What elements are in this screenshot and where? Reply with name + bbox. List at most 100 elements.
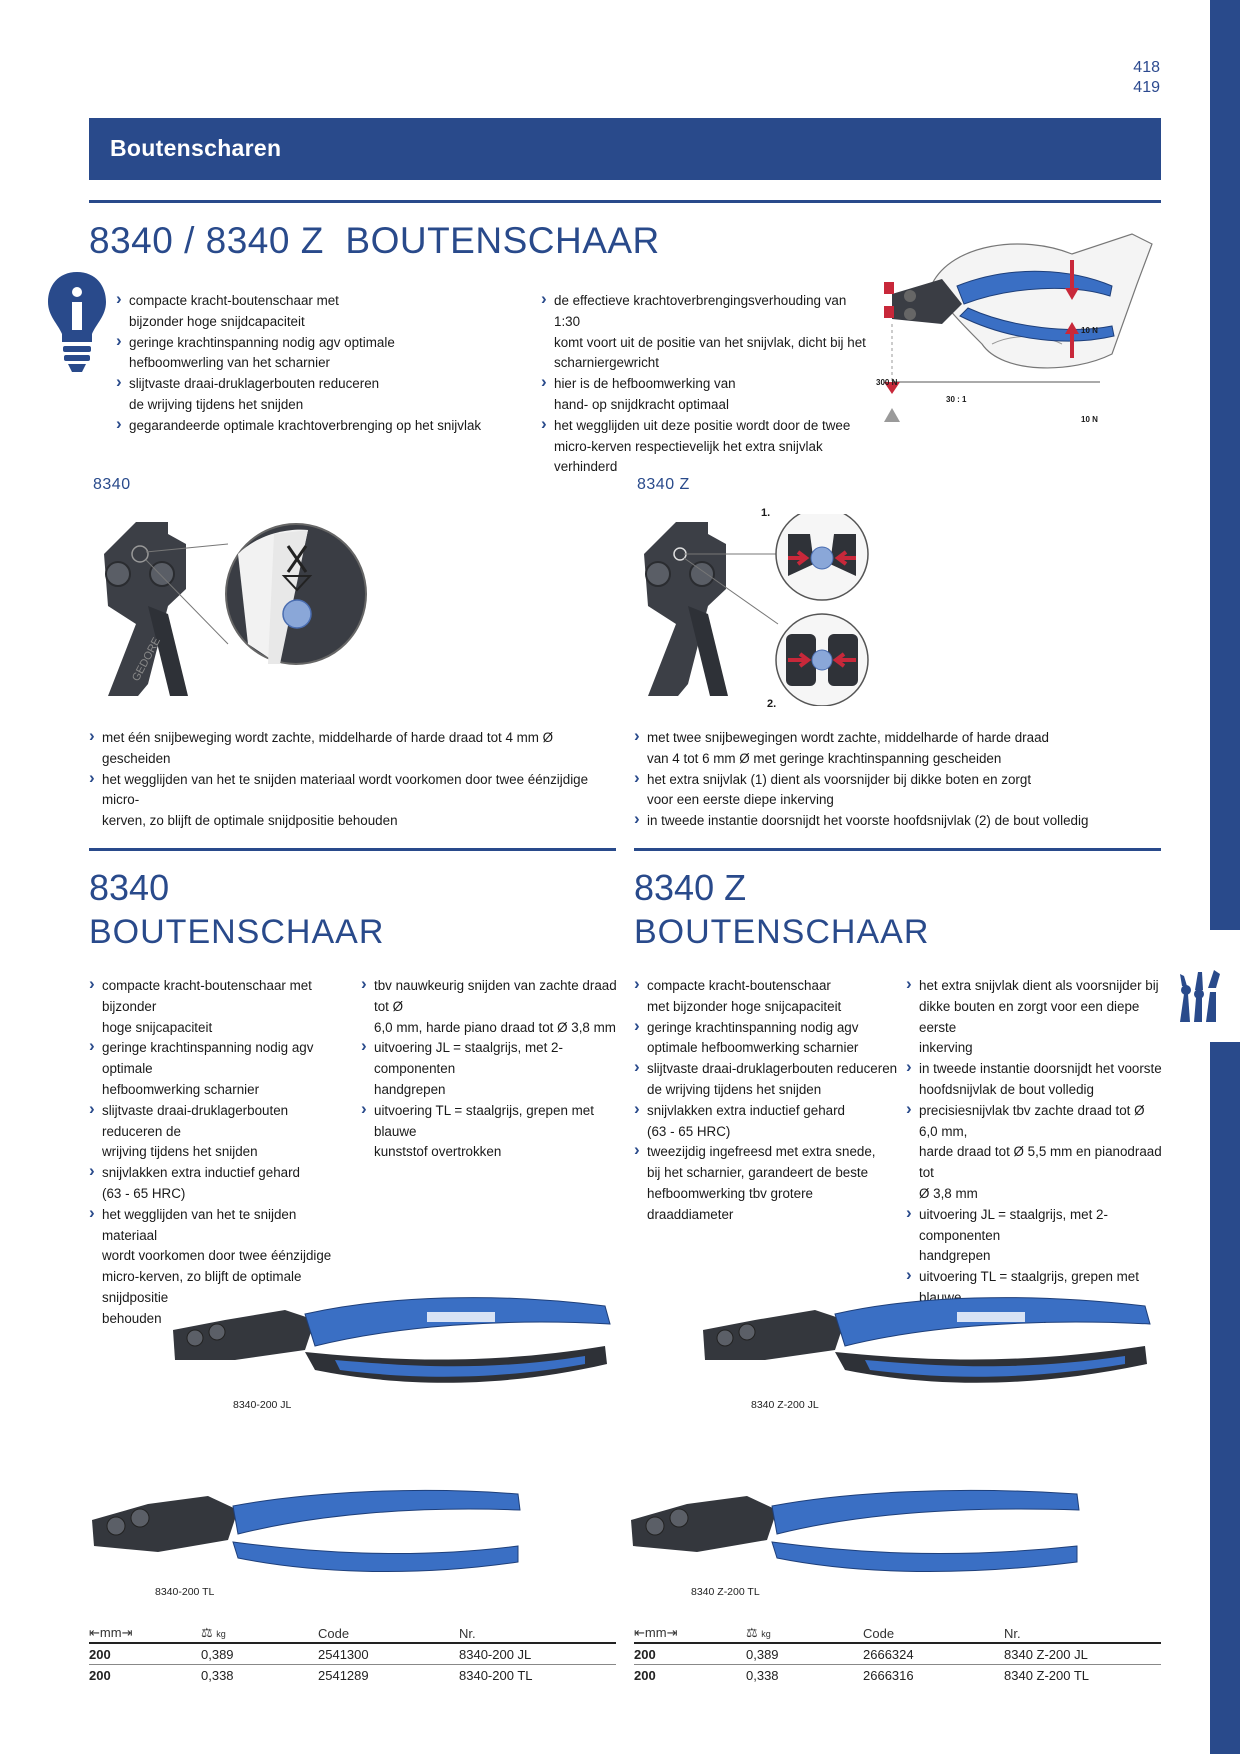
force-cut-label: 300 N	[876, 378, 898, 387]
section-header-band	[89, 118, 1161, 180]
detail-right-item: het extra snijvlak (1) dient als voorsni…	[634, 768, 1134, 812]
force-top-label: 10 N	[1081, 326, 1098, 335]
force-diagram-illustration	[884, 233, 1153, 422]
intro-left-item: geringe krachtinspanning nodig agv optim…	[116, 331, 516, 375]
spec-table-header-row: ⇤mm⇥ ⚖ kg Code Nr.	[89, 1624, 616, 1643]
product-image-8340z-200-jl	[703, 1297, 1151, 1383]
detail-left-item: met één snijbeweging wordt zachte, midde…	[89, 726, 589, 770]
header-rule	[89, 200, 1161, 203]
page-number-left: 418	[1133, 59, 1160, 76]
product-right-item: snijvlakken extra inductief gehard (63 -…	[634, 1099, 899, 1143]
table-row: 200 0,338 2666316 8340 Z-200 TL	[634, 1664, 1161, 1685]
product-left-item: het wegglijden van het te snijden materi…	[89, 1203, 349, 1330]
detail-right-label: 8340 Z	[637, 476, 690, 493]
step-1-label: 1.	[761, 507, 771, 519]
product-left-number: 8340	[89, 867, 170, 908]
product-right-bullets-col1: compacte kracht-boutenschaar met bijzond…	[634, 974, 899, 1226]
section-header-title: Boutenscharen	[110, 135, 282, 161]
scale-icon: ⚖	[746, 1625, 758, 1640]
table-row: 200 0,338 2541289 8340-200 TL	[89, 1664, 616, 1685]
weight-kg-header: ⚖ kg	[201, 1625, 226, 1640]
cell-weight: 0,338	[201, 1664, 318, 1685]
code-header: Code	[318, 1625, 350, 1641]
length-mm-header: ⇤mm⇥	[89, 1625, 133, 1640]
caption-8340-200-tl: 8340-200 TL	[155, 1586, 215, 1598]
product-left-item: snijvlakken extra inductief gehard (63 -…	[89, 1161, 349, 1205]
cell-nr: 8340 Z-200 JL	[1004, 1642, 1161, 1665]
step-2-label: 2.	[767, 698, 777, 710]
cell-length: 200	[634, 1642, 746, 1665]
product-left-item: uitvoering TL = staalgrijs, grepen met b…	[361, 1099, 621, 1163]
product-image-8340-200-jl	[173, 1297, 611, 1383]
caption-8340-200-jl: 8340-200 JL	[233, 1399, 292, 1411]
intro-right-item: hier is de hefboomwerking van hand- op s…	[541, 372, 871, 416]
product-right-item: uitvoering JL = staalgrijs, met 2-compon…	[906, 1203, 1166, 1267]
product-right-item: het extra snijvlak dient als voorsnijder…	[906, 974, 1166, 1059]
intro-left-item: slijtvaste draai-druklagerbouten reducer…	[116, 372, 516, 416]
cell-weight: 0,338	[746, 1664, 863, 1685]
product-right-number: 8340 Z	[634, 867, 747, 908]
product-right-item: precisiesnijvlak tbv zachte draad tot Ø …	[906, 1099, 1166, 1205]
cell-nr: 8340 Z-200 TL	[1004, 1664, 1161, 1685]
page-numbers: 418 419	[1110, 58, 1160, 98]
detail-left-label: 8340	[93, 476, 131, 493]
product-left-bullets-col1: compacte kracht-boutenschaar met bijzond…	[89, 974, 349, 1330]
cell-length: 200	[634, 1664, 746, 1685]
length-mm-header: ⇤mm⇥	[634, 1625, 678, 1640]
product-right-item: in tweede instantie doorsnijdt het voors…	[906, 1057, 1166, 1101]
intro-left-item: gegarandeerde optimale krachtoverbrengin…	[116, 414, 516, 437]
length-arrows-icon: ⇤	[634, 1625, 645, 1640]
intro-right-bullets: de effectieve krachtoverbrengingsverhoud…	[541, 289, 871, 478]
cell-code: 2666316	[863, 1664, 1004, 1685]
ratio-label: 30 : 1	[946, 395, 967, 404]
intro-left-item: compacte kracht-boutenschaar met bijzond…	[116, 289, 516, 333]
product-right-rule	[634, 848, 1161, 851]
product-left-item: geringe krachtinspanning nodig agv optim…	[89, 1036, 349, 1100]
caption-8340z-200-jl: 8340 Z-200 JL	[751, 1399, 819, 1411]
main-title: 8340 / 8340 Z BOUTENSCHAAR	[89, 220, 660, 261]
product-image-8340z-200-tl	[631, 1489, 1080, 1573]
force-bottom-label: 10 N	[1081, 415, 1098, 424]
detail-8340-illustration: GEDORE	[104, 522, 367, 696]
product-image-8340-200-tl	[92, 1489, 521, 1573]
product-left-name: BOUTENSCHAAR	[89, 913, 385, 951]
info-bulb-icon	[48, 272, 106, 372]
code-header: Code	[863, 1625, 895, 1641]
nr-header: Nr.	[1004, 1625, 1021, 1641]
weight-kg-header: ⚖ kg	[746, 1625, 771, 1640]
caption-8340z-200-tl: 8340 Z-200 TL	[691, 1586, 760, 1598]
side-tab-bar	[1210, 0, 1240, 1754]
detail-right-item: in tweede instantie doorsnijdt het voors…	[634, 809, 1134, 832]
table-row: 200 0,389 2541300 8340-200 JL	[89, 1642, 616, 1665]
cell-length: 200	[89, 1642, 201, 1665]
product-right-name: BOUTENSCHAAR	[634, 913, 930, 951]
cell-nr: 8340-200 TL	[459, 1664, 616, 1685]
product-left-item: tbv nauwkeurig snijden van zachte draad …	[361, 974, 621, 1038]
cell-code: 2666324	[863, 1642, 1004, 1665]
product-left-item: slijtvaste draai-druklagerbouten reducer…	[89, 1099, 349, 1163]
cell-weight: 0,389	[201, 1642, 318, 1665]
product-right-item: geringe krachtinspanning nodig agv optim…	[634, 1016, 899, 1060]
table-row: 200 0,389 2666324 8340 Z-200 JL	[634, 1642, 1161, 1665]
intro-left-bullets: compacte kracht-boutenschaar met bijzond…	[116, 289, 516, 437]
product-left-rule	[89, 848, 616, 851]
scale-icon: ⚖	[201, 1625, 213, 1640]
cell-weight: 0,389	[746, 1642, 863, 1665]
product-right-item: slijtvaste draai-druklagerbouten reducer…	[634, 1057, 899, 1101]
spec-table-8340z: ⇤mm⇥ ⚖ kg Code Nr. 200 0,389 2666324 834…	[634, 1624, 1161, 1685]
intro-right-item: het wegglijden uit deze positie wordt do…	[541, 414, 871, 478]
pliers-category-icon	[1180, 970, 1220, 1022]
cell-nr: 8340-200 JL	[459, 1642, 616, 1665]
detail-right-bullets: met twee snijbewegingen wordt zachte, mi…	[634, 726, 1134, 832]
intro-right-item: de effectieve krachtoverbrengingsverhoud…	[541, 289, 871, 374]
detail-left-item: het wegglijden van het te snijden materi…	[89, 768, 589, 832]
spec-table-8340: ⇤mm⇥ ⚖ kg Code Nr. 200 0,389 2541300 834…	[89, 1624, 616, 1685]
cell-code: 2541289	[318, 1664, 459, 1685]
product-right-bullets-col2: het extra snijvlak dient als voorsnijder…	[906, 974, 1166, 1330]
cell-length: 200	[89, 1664, 201, 1685]
product-right-item: tweezijdig ingefreesd met extra snede, b…	[634, 1140, 899, 1225]
cell-code: 2541300	[318, 1642, 459, 1665]
detail-8340z-illustration	[644, 514, 869, 706]
detail-right-item: met twee snijbewegingen wordt zachte, mi…	[634, 726, 1134, 770]
nr-header: Nr.	[459, 1625, 476, 1641]
